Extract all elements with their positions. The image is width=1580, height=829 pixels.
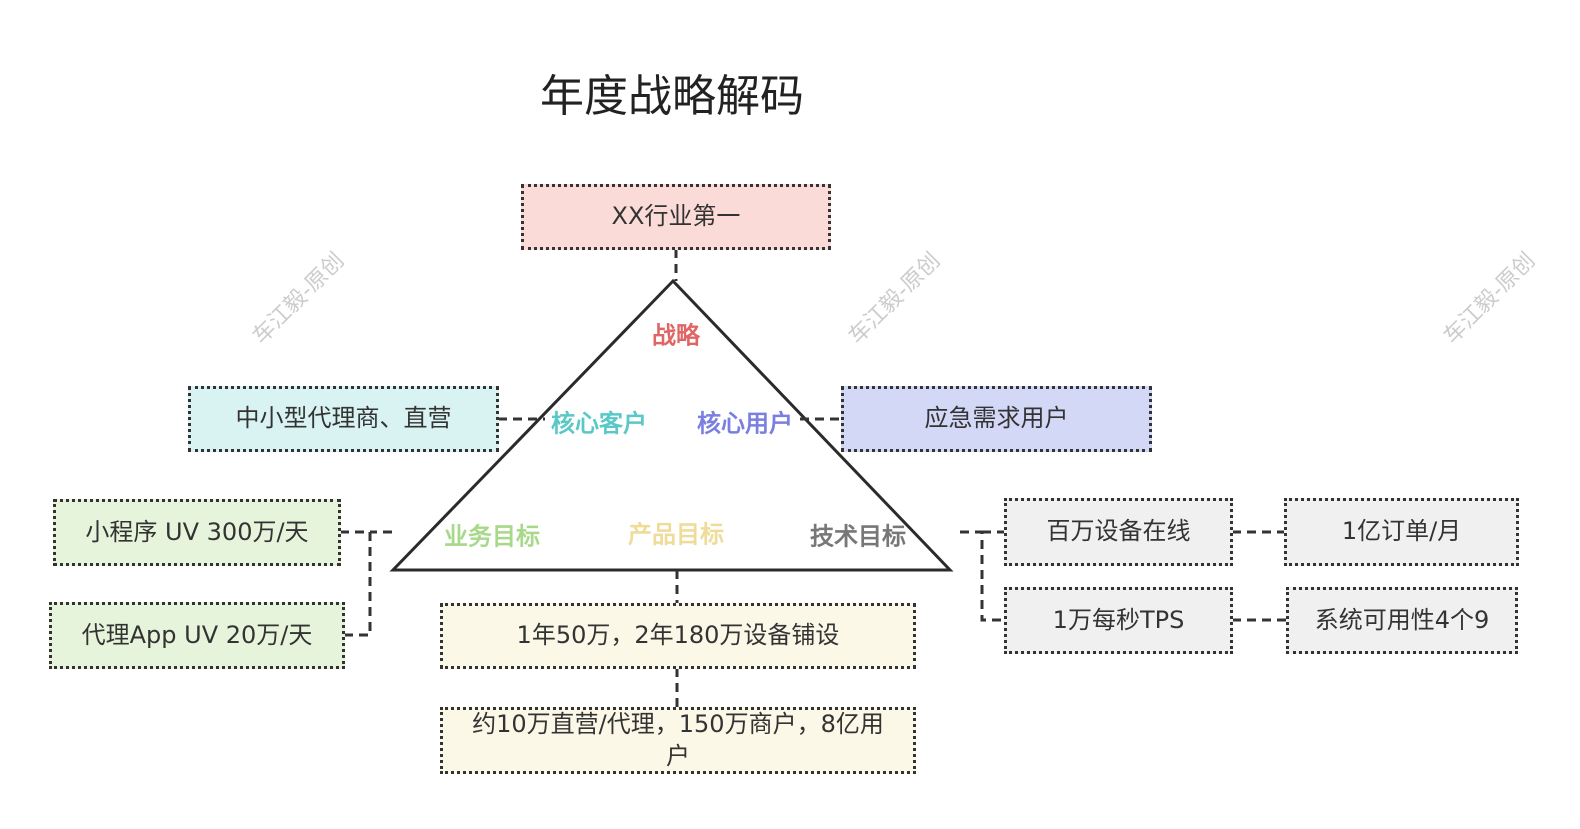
box-product-1: 1年50万，2年180万设备铺设 [440, 603, 916, 669]
box-customers: 中小型代理商、直营 [188, 386, 499, 452]
box-tech-2b: 系统可用性4个9 [1286, 587, 1518, 654]
box-strategy: XX行业第一 [521, 184, 831, 250]
label-tech-goal: 技术目标 [810, 522, 906, 551]
box-tech-1b: 1亿订单/月 [1284, 498, 1519, 566]
label-core-user: 核心用户 [697, 409, 793, 438]
box-tech-1: 百万设备在线 [1004, 498, 1233, 566]
strategy-pyramid [389, 278, 954, 572]
connector-tech [960, 530, 1004, 622]
box-business-1: 小程序 UV 300万/天 [53, 499, 341, 566]
label-strategy: 战略 [652, 321, 700, 350]
box-users: 应急需求用户 [841, 386, 1152, 452]
label-business-goal: 业务目标 [444, 522, 540, 551]
box-product-2: 约10万直营/代理，150万商户，8亿用户 [440, 707, 916, 774]
box-tech-2: 1万每秒TPS [1004, 587, 1233, 654]
page-title: 年度战略解码 [540, 71, 804, 122]
box-business-2: 代理App UV 20万/天 [49, 602, 345, 669]
label-core-customer: 核心客户 [551, 409, 647, 438]
label-product-goal: 产品目标 [628, 520, 724, 549]
connector-tech-right [1232, 530, 1286, 622]
connector-business [340, 530, 392, 637]
